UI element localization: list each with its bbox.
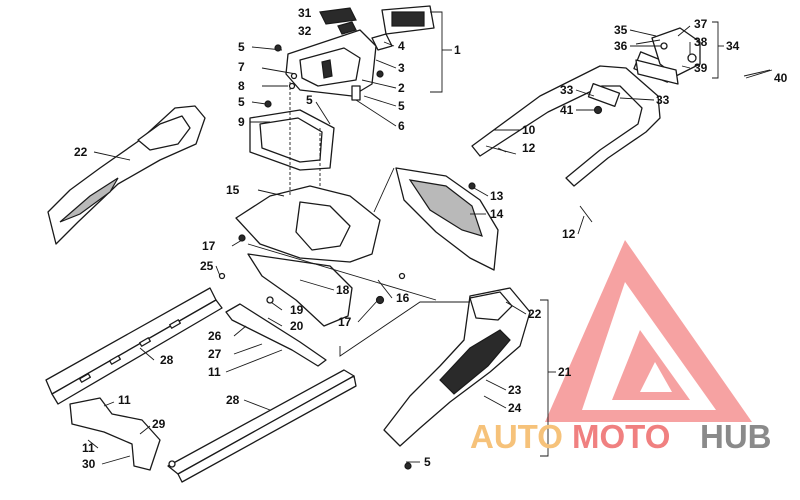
callout-21: 21 [558, 365, 572, 379]
callout-35: 35 [614, 23, 628, 37]
callout-34: 34 [726, 39, 740, 53]
callout-41: 41 [560, 103, 574, 117]
callout-10: 10 [522, 123, 536, 137]
callout-17: 17 [338, 315, 352, 329]
callout-1: 1 [454, 43, 461, 57]
leader-lines [87, 11, 771, 465]
callout-38: 38 [694, 35, 708, 49]
callout-18: 18 [336, 283, 350, 297]
callout-22: 22 [528, 307, 542, 321]
callout-36: 36 [614, 39, 628, 53]
callout-5: 5 [306, 93, 313, 107]
callout-26: 26 [208, 329, 222, 343]
callout-40: 40 [774, 71, 788, 85]
callout-28: 28 [226, 393, 240, 407]
callout-2: 2 [398, 81, 405, 95]
mounting-bracket [249, 109, 335, 171]
tunnel-rail-upper [45, 287, 223, 405]
rear-bumper-bracket [69, 397, 161, 471]
callout-29: 29 [152, 417, 166, 431]
callout-17: 17 [202, 239, 216, 253]
callout-31: 31 [298, 6, 312, 20]
tunnel-rail-lower [167, 369, 357, 483]
callout-14: 14 [490, 207, 504, 221]
callout-24: 24 [508, 401, 522, 415]
callout-30: 30 [82, 457, 96, 471]
callout-9: 9 [238, 115, 245, 129]
callout-27: 27 [208, 347, 222, 361]
left-side-panel [47, 105, 206, 245]
right-side-panel [383, 287, 531, 447]
callout-32: 32 [298, 24, 312, 38]
callout-33: 33 [560, 83, 574, 97]
tail-light-lamp [371, 5, 435, 51]
headlight-housing [285, 7, 377, 101]
callout-8: 8 [238, 79, 245, 93]
callout-19: 19 [290, 303, 304, 317]
callout-5: 5 [238, 40, 245, 54]
callout-6: 6 [398, 119, 405, 133]
watermark-text-moto: MOTO [572, 418, 670, 455]
callout-3: 3 [398, 61, 405, 75]
callout-23: 23 [508, 383, 522, 397]
callout-39: 39 [694, 61, 708, 75]
callout-13: 13 [490, 189, 504, 203]
callout-11: 11 [208, 365, 221, 379]
callout-5: 5 [398, 99, 405, 113]
callout-33: 33 [656, 93, 670, 107]
callout-22: 22 [74, 145, 88, 159]
callout-5: 5 [424, 455, 431, 469]
callout-25: 25 [200, 259, 214, 273]
side-deflector [395, 167, 499, 271]
callout-11: 11 [118, 393, 131, 407]
callout-5: 5 [238, 95, 245, 109]
watermark-logo [545, 240, 752, 422]
callout-15: 15 [226, 183, 240, 197]
callout-11: 11 [82, 441, 95, 455]
callout-28: 28 [160, 353, 174, 367]
callout-7: 7 [238, 60, 245, 74]
callout-16: 16 [396, 291, 410, 305]
watermark-text-hub: HUB [700, 418, 772, 455]
bar-bracket-assembly [635, 27, 701, 85]
callout-12: 12 [522, 141, 536, 155]
rear-fender [235, 185, 381, 263]
callout-4: 4 [398, 39, 405, 53]
callout-12: 12 [562, 227, 576, 241]
callout-37: 37 [694, 17, 708, 31]
callout-labels: 31 32 5 7 8 5 9 5 4 1 3 2 5 6 22 15 13 1… [74, 6, 788, 471]
callout-20: 20 [290, 319, 304, 333]
rail-bracket [225, 303, 327, 367]
watermark-text-auto: AUTO [470, 418, 563, 455]
watermark-wordmark: AUTO MOTO HUB [470, 418, 772, 455]
fasteners [168, 39, 773, 470]
